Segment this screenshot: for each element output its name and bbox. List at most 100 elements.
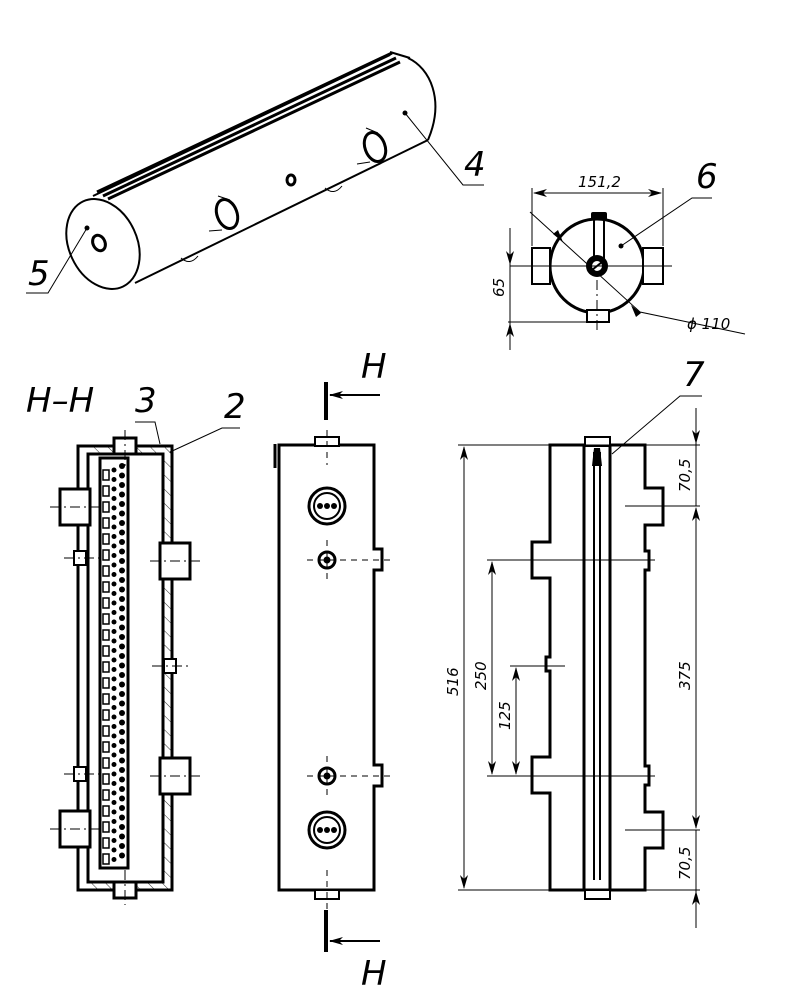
element-dot — [119, 596, 125, 602]
element-dot — [119, 824, 125, 830]
port-dot — [331, 827, 337, 833]
section-heating-element — [98, 456, 130, 870]
side-view-top-cap — [584, 436, 611, 447]
element-cell — [102, 773, 110, 785]
callout-2: 2 — [224, 387, 246, 427]
callout-5: 5 — [28, 254, 50, 294]
element-cell — [102, 725, 110, 737]
element-dot — [111, 781, 117, 786]
section-marker-top-label: H — [361, 347, 387, 387]
element-dot — [119, 691, 125, 697]
dim-center-spacing-right: 375 — [676, 661, 694, 690]
element-cell — [102, 565, 110, 577]
element-dot — [111, 695, 117, 701]
element-dot — [119, 586, 125, 593]
callout-3: 3 — [135, 381, 157, 421]
leader-line-3 — [135, 421, 161, 445]
element-dot — [111, 847, 117, 853]
bottom-nipple — [324, 185, 343, 192]
element-dot — [119, 767, 125, 773]
front-view-port-top-icon — [307, 486, 347, 526]
section-view: H–H 3 2 — [26, 381, 246, 905]
dim-pipe-spacing-mid: 125 — [496, 701, 514, 730]
element-dot — [111, 724, 117, 729]
element-cell — [102, 613, 110, 625]
isometric-view: 4 5 — [26, 51, 486, 294]
isometric-rail-end — [389, 51, 411, 59]
element-dot — [111, 838, 117, 843]
element-dot — [111, 657, 117, 663]
element-dot — [119, 624, 125, 631]
element-dot — [111, 562, 117, 568]
port-dot — [317, 503, 323, 509]
element-dot — [119, 510, 125, 517]
element-cell — [102, 677, 110, 689]
side-view-rod-head — [592, 448, 602, 466]
element-dot — [119, 833, 125, 840]
element-dot — [111, 819, 117, 824]
element-cell — [102, 805, 110, 817]
element-dot — [111, 790, 117, 796]
element-dot — [111, 619, 117, 625]
element-dot — [111, 638, 117, 644]
element-dot — [111, 686, 117, 691]
element-dot — [111, 572, 117, 577]
isometric-body-bottom-edge — [134, 139, 429, 284]
element-dot — [111, 752, 117, 758]
element-dot — [119, 681, 125, 688]
section-outer-wall — [76, 444, 174, 892]
element-dot — [111, 667, 117, 672]
end-view-rod-cap — [591, 212, 607, 220]
callout-4: 4 — [464, 145, 486, 185]
isometric-top-rail — [96, 51, 401, 201]
dim-bottom-offset: 70,5 — [676, 847, 694, 880]
element-dot — [119, 852, 125, 859]
element-cell — [102, 821, 110, 833]
element-cell — [102, 853, 110, 865]
element-dot — [119, 577, 125, 583]
element-dot — [111, 762, 117, 767]
element-cell — [102, 837, 110, 849]
element-dot — [111, 553, 117, 558]
element-dot — [111, 714, 117, 720]
front-view-centerlines — [307, 430, 395, 910]
isometric-near-end-cap — [65, 198, 141, 290]
element-dot — [119, 615, 125, 621]
element-dot — [111, 629, 117, 634]
element-dot — [119, 548, 125, 555]
element-dot — [111, 743, 117, 748]
element-dot — [111, 477, 117, 482]
element-dot — [119, 558, 125, 564]
section-marker-bottom-label: H — [361, 954, 387, 994]
side-view-rail — [582, 445, 612, 890]
element-pattern — [102, 463, 125, 865]
dim-diameter: ϕ 110 — [687, 315, 730, 333]
element-cell — [102, 645, 110, 657]
front-view: H H — [273, 347, 395, 994]
element-dot — [119, 843, 125, 849]
element-dot — [111, 828, 117, 834]
front-view-body — [277, 443, 384, 892]
element-cell — [102, 533, 110, 545]
front-view-port-top-inner — [313, 492, 341, 520]
element-dot — [111, 515, 117, 520]
element-dot — [119, 529, 125, 536]
element-dot — [119, 472, 125, 479]
element-cell — [102, 581, 110, 593]
element-cell — [102, 757, 110, 769]
dim-offset: 65 — [490, 278, 508, 297]
element-dot — [119, 491, 125, 498]
element-cell — [102, 485, 110, 497]
element-dot — [111, 809, 117, 815]
element-cell — [102, 789, 110, 801]
isometric-far-end — [407, 57, 437, 141]
element-dot — [119, 776, 125, 783]
element-dot — [119, 653, 125, 659]
element-dot — [111, 733, 117, 739]
element-cell — [102, 501, 110, 513]
dim-width: 151,2 — [578, 173, 621, 191]
port-dot — [324, 503, 330, 509]
element-cell — [102, 661, 110, 673]
side-view: 7 516 250 125 375 70,5 70,5 — [444, 355, 705, 928]
element-dot — [119, 482, 125, 488]
